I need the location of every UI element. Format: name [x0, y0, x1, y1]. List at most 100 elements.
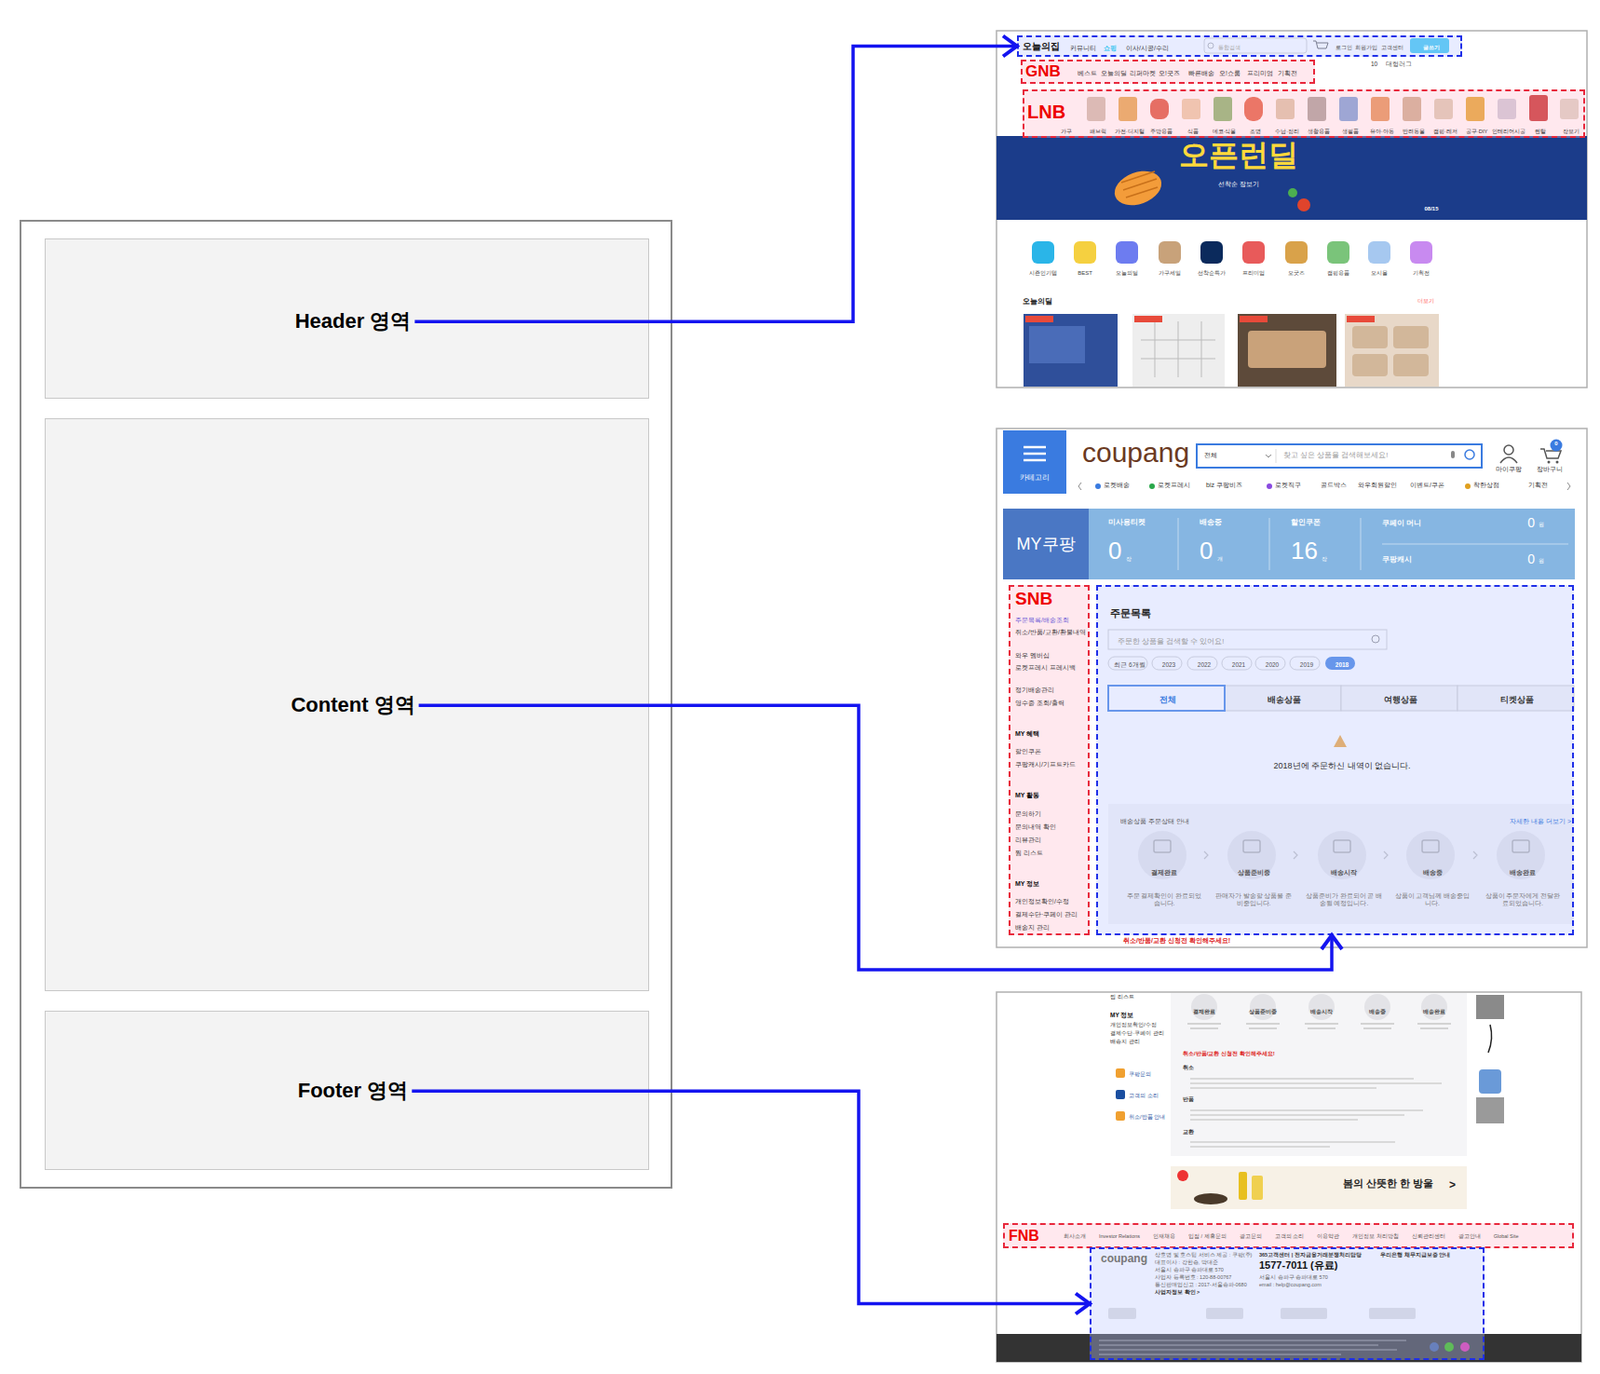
screenshot-coupang-shape [1464, 449, 1475, 460]
screen-text: > [1449, 1178, 1456, 1192]
node-text: 배송상품 주문상태 안내 [1120, 817, 1190, 826]
screen-text: 취소 [1182, 1064, 1194, 1072]
screen-text: 선착순 장보기 [1218, 180, 1260, 189]
screen-text: 교환 [1182, 1128, 1194, 1136]
node-text: LNB [1027, 100, 1066, 123]
page-frame-shape [996, 428, 1587, 948]
node-text: 2023 [1162, 661, 1176, 669]
page-frame-shape [996, 30, 1587, 388]
screen-text: 로켓직구 [1274, 481, 1302, 489]
node-text: FNB [1008, 1226, 1040, 1245]
screenshot-coupang-shape [1550, 439, 1563, 452]
connector-arrow [414, 36, 1017, 323]
screen-text: 반품 [1182, 1096, 1194, 1103]
node-text: 가구 [1060, 128, 1072, 136]
screen-text: 0 [1199, 536, 1213, 566]
node-text: 리퍼마켓 [1129, 69, 1156, 78]
screen-text: 마이쿠팡 [1495, 465, 1522, 474]
node-text: 통신판매업신고 : 2017-서울송파-0680 [1154, 1281, 1248, 1289]
node-text: 유아·아동 [1369, 128, 1395, 136]
screenshot-coupang-footer-shape [1170, 992, 1467, 1156]
screen-text: 캠핑용품 [1327, 270, 1350, 277]
screenshot-ohouse-shape [1410, 241, 1433, 264]
screen-text: 원 [1538, 521, 1545, 529]
node-text: 찜 리스트 [1015, 849, 1044, 857]
screenshot-ohouse-shape [1023, 313, 1118, 387]
screenshot-coupang-shape [1003, 430, 1067, 494]
node-text: Header 영역 [295, 309, 412, 334]
node-text: 배송중 [1423, 868, 1443, 877]
screen-text: 찾고 싶은 상품을 검색해보세요! [1283, 450, 1388, 460]
gnb-region: GNB베스트오늘의딜리퍼마켓오!굿즈빠른배송오!쇼룸프리미엄기획전 [1020, 59, 1316, 84]
arrow-head [1075, 1293, 1090, 1315]
node-text: 쿠팡캐시/기프트카드 [1015, 760, 1076, 769]
screen-text: 와우회원할인 [1357, 481, 1397, 489]
node-text: 오늘의집 [1022, 40, 1060, 53]
screenshot-coupang-shape [1547, 461, 1551, 464]
screenshot-ohouse-shape [1031, 241, 1055, 264]
node-text: 상호명 및 호스팅 서비스 제공 : 쿠팡(주) [1154, 1251, 1252, 1259]
screen-text: 프리미엄 [1242, 270, 1265, 277]
screenshot-coupang-shape [1023, 447, 1046, 461]
node-text: MY 혜택 [1015, 730, 1040, 738]
screen-text: 봄의 산뜻한 한 방울 [1342, 1177, 1434, 1190]
screenshot-coupang-footer-shape [1421, 993, 1448, 1020]
node-text: 오!쇼룸 [1219, 69, 1241, 78]
node-text: 문의내역 확인 [1015, 823, 1057, 831]
connector-line [414, 46, 1017, 323]
node-text: 조명 [1249, 128, 1262, 136]
screenshot-coupang-footer-shape [1177, 1169, 1189, 1181]
screen-text: 16 [1290, 536, 1318, 566]
node-text: 식품 [1187, 128, 1199, 136]
screenshot-ohouse-shape [1025, 315, 1054, 323]
node-text: 정기배송관리 [1015, 686, 1055, 694]
node-text: 와우 멤버십 [1015, 651, 1050, 660]
node-text: 이사/시공/수리 [1125, 44, 1169, 53]
screenshot-ohouse-shape [1158, 241, 1181, 264]
node-text: 여행상품 [1383, 694, 1418, 705]
node-text: 가전·디지털 [1114, 128, 1145, 136]
node-text: 2019 [1300, 661, 1314, 669]
node-text: 커뮤니티 [1070, 44, 1097, 53]
node-text: 로켓프레시 프레시백 [1015, 664, 1076, 672]
screenshot-ohouse-shape [1237, 313, 1337, 387]
node-text: 1577-7011 (유료) [1259, 1259, 1338, 1272]
node-text: 최근 6개월 [1113, 661, 1145, 669]
screenshot-coupang-footer-shape [1308, 993, 1335, 1020]
screen-text: 찜 리스트 [1110, 993, 1135, 1001]
node-text: 주문한 상품을 검색할 수 있어요! [1117, 637, 1224, 646]
screen-text: 대형러그 [1385, 60, 1412, 68]
node-text: MY 활동 [1015, 791, 1040, 800]
screenshot-coupang-footer-shape [1115, 1111, 1126, 1121]
node-text: 배송지 관리 [1015, 923, 1050, 932]
lnb-region: LNB가구패브릭가전·디지털주방용품식품데코·식물조명수납·정리생활용품생필품유… [1022, 89, 1586, 138]
screen-text: 0 [1108, 536, 1122, 566]
screenshot-coupang-shape [1266, 483, 1273, 489]
node-text: 결제완료 [1151, 868, 1178, 877]
screenshot-ohouse-shape [1393, 325, 1429, 349]
node-text: 전체 [1159, 694, 1177, 706]
screen-text: 기획전 [1528, 481, 1548, 489]
node-text: 기획전 [1277, 69, 1298, 78]
node-text: 상품준비중 [1237, 868, 1271, 877]
screen-text: 개 [1217, 555, 1223, 563]
node-text: Content 영역 [290, 692, 415, 718]
node-text: 이용약관 [1316, 1233, 1340, 1240]
node-text: 고객센터 [1381, 44, 1404, 52]
screenshot-ohouse-shape [1239, 315, 1268, 323]
arrow-head [1003, 36, 1017, 57]
screen-text: 결제완료 [1193, 1008, 1216, 1016]
node-text: 패브릭 [1089, 128, 1107, 136]
node-text: 상품준비가 완료되어 곧 배송될 예정입니다. [1304, 892, 1384, 908]
screenshot-coupang-shape [1196, 444, 1482, 468]
node-text: 우리은행 채무지급보증 안내 [1380, 1251, 1451, 1259]
screen-text: 로켓배송 [1103, 481, 1130, 489]
node-text: 프리미엄 [1247, 69, 1274, 78]
screen-text: 개인정보확인/수정 [1110, 1021, 1157, 1029]
screen-text: 배송중 [1199, 517, 1222, 527]
header-area-box: Header 영역 [44, 238, 650, 399]
screen-text: 장 [1321, 555, 1328, 563]
screen-text: 0 [1527, 551, 1535, 568]
screenshot-ohouse-shape [1121, 171, 1158, 198]
node-text: 자세한 내용 더보기 > [1509, 817, 1572, 826]
